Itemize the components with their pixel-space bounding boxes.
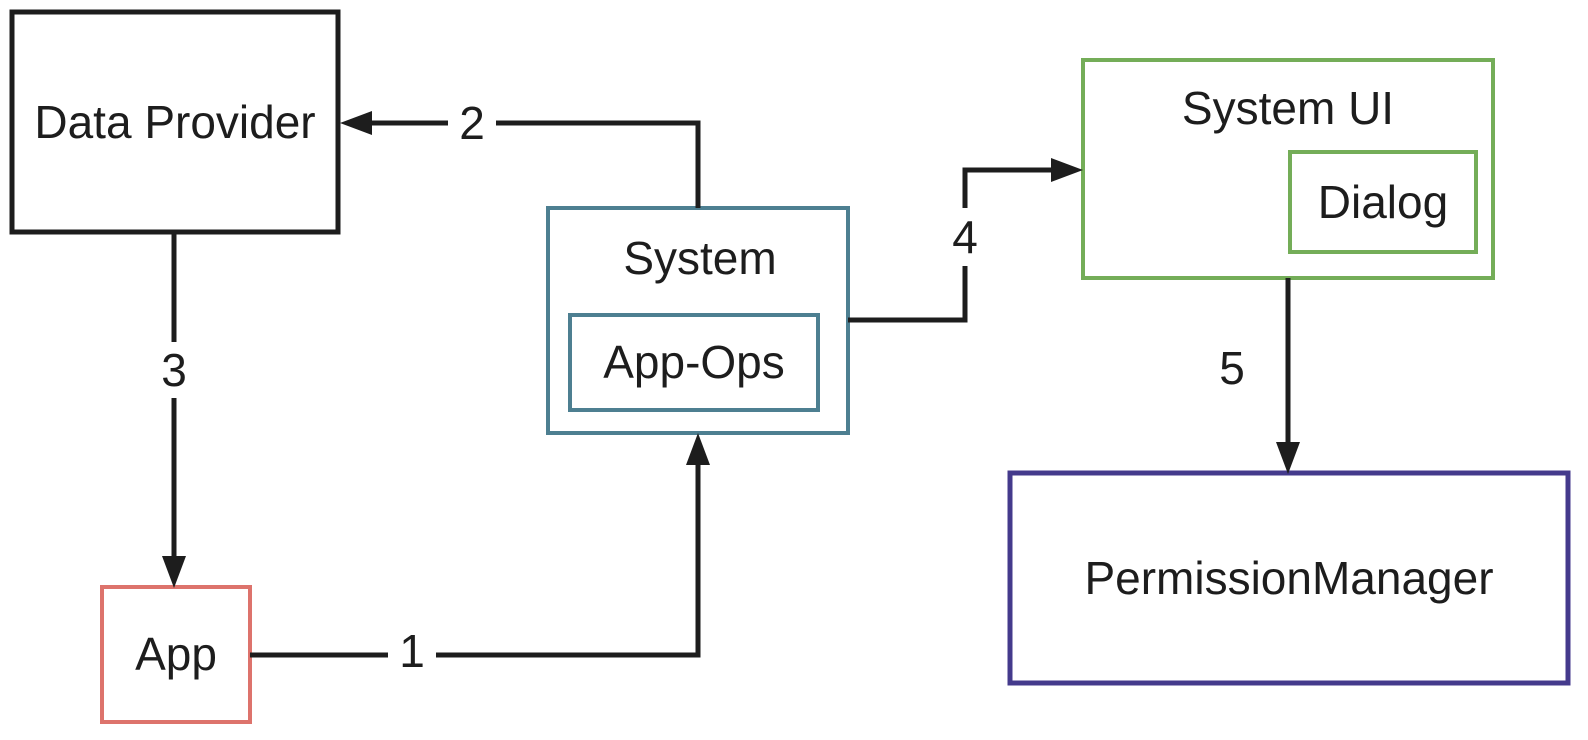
- app-label: App: [135, 628, 217, 680]
- edge-3-arrowhead-icon: [162, 556, 186, 588]
- edge-1-app-to-system: [250, 462, 701, 658]
- edge-2-label: 2: [459, 97, 485, 149]
- permission-manager-box: [1007, 470, 1571, 686]
- edge-4-label-chip: [939, 208, 991, 266]
- edge-5-arrowhead-icon: [1276, 442, 1300, 474]
- permission-manager-label: PermissionManager: [1084, 552, 1493, 604]
- app-box: [100, 585, 252, 724]
- data-provider-label: Data Provider: [34, 96, 315, 148]
- system-label: System: [623, 232, 776, 284]
- edge-5-label: 5: [1219, 342, 1245, 394]
- edge-3-label: 3: [161, 344, 187, 396]
- edge-1-label-chip: [388, 628, 436, 676]
- edge-2-label-chip: [448, 99, 496, 147]
- dialog-box: [1288, 150, 1478, 254]
- edge-1-arrowhead-icon: [686, 433, 710, 465]
- edge-1-label: 1: [399, 625, 425, 677]
- app-ops-label: App-Ops: [603, 336, 785, 388]
- edge-4-label: 4: [952, 211, 978, 263]
- dialog-label: Dialog: [1318, 176, 1448, 228]
- data-provider-box: [9, 9, 341, 235]
- system-ui-label: System UI: [1182, 82, 1394, 134]
- app-ops-box: [568, 313, 820, 412]
- edge-2-system-to-data-provider: [372, 120, 701, 208]
- edge-4-arrowhead-icon: [1051, 158, 1083, 182]
- edge-3-label-chip: [148, 342, 200, 398]
- edge-2-arrowhead-icon: [340, 111, 372, 135]
